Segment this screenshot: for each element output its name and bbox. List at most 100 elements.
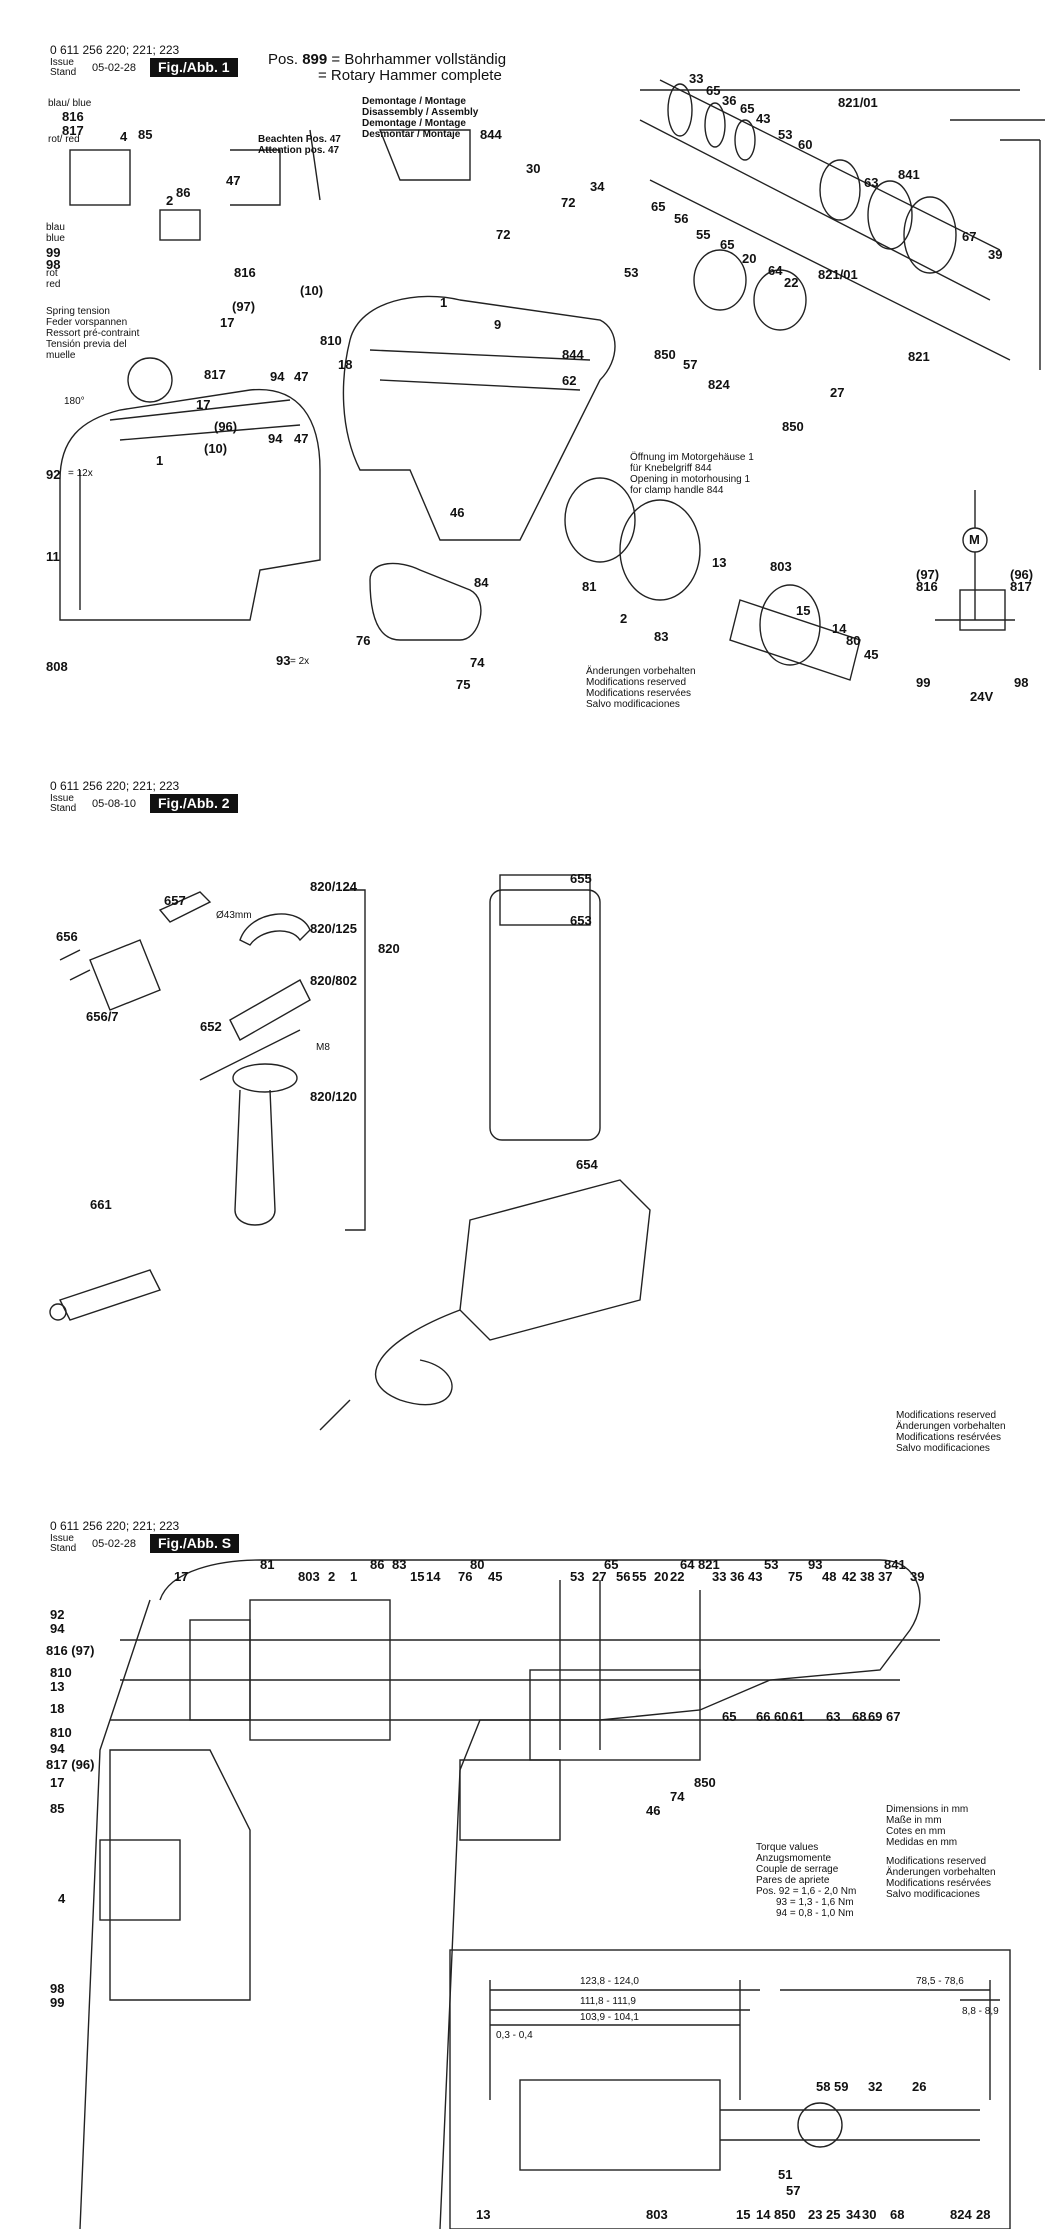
note-switch-red: rot/ red [48,134,80,145]
part-label: 61 [790,1709,805,1724]
issue-date: 05-02-28 [92,1538,137,1550]
part-label: 34 [846,2207,861,2222]
position-text-de: = Bohrhammer vollständig [331,51,507,68]
part-label: 2 [166,193,174,208]
part-label: 844 [562,347,584,362]
voltage-label: 24V [970,689,994,704]
part-label: 30 [862,2207,877,2222]
part-label: 76 [458,1569,473,1584]
battery-pack-outline [489,889,601,1141]
note-blue-wire: blau blue [46,222,65,244]
figure-label: Fig./Abb. 2 [150,794,238,813]
part-label: 72 [496,227,511,242]
part-label: 816 [62,109,84,124]
part-label: 65 [706,83,721,98]
part-label: 94 [50,1621,65,1636]
part-label: 68 [890,2207,905,2222]
part-label: 810 [50,1725,72,1740]
sheet-fig-2: 0 611 256 220; 221; 223 Issue Stand 05-0… [0,780,1050,1480]
note-attention-pos-47: Beachten Pos. 47 Attention pos. 47 [258,134,341,156]
part-label: 2 [328,1569,336,1584]
part-label: 17 [220,315,235,330]
part-label: 62 [562,373,577,388]
charger-outline [459,1179,651,1341]
part-label: 810 [320,333,342,348]
part-label: 98 [1014,675,1029,690]
part-label: 45 [864,647,879,662]
part-label: 655 [570,871,592,886]
part-label: 63 [864,175,879,190]
part-label: 38 [860,1569,875,1584]
part-label: 36 [722,93,737,108]
part-label: 67 [886,1709,901,1724]
part-label: 4 [120,129,128,144]
dimension-label: Ø43mm [216,910,252,921]
part-label: (97) [916,567,940,582]
part-label: 68 [852,1709,867,1724]
part-label: 47 [294,369,309,384]
part-label: 57 [683,357,698,372]
torque-value-93: 93 = 1,3 - 1,6 Nm [776,1897,854,1908]
part-label: 844 [480,127,502,142]
part-label: 821/01 [818,267,858,282]
part-label: 92 [46,467,61,482]
issue-label: Issue Stand [50,1533,77,1554]
part-label: 37 [878,1569,893,1584]
part-label: 42 [842,1569,857,1584]
part-label: 39 [988,247,1003,262]
stator-outline [619,499,701,601]
part-label: 33 [689,71,704,86]
torque-value-92: Pos. 92 = 1,6 - 2,0 Nm [756,1886,857,1897]
part-label: 850 [654,347,676,362]
dimension-label: 0,3 - 0,4 [496,2030,533,2041]
switch-section [109,1749,251,2001]
part-label: 98 [50,1981,65,1996]
part-label: 30 [526,161,541,176]
part-label: 75 [456,677,471,692]
note-modifications: Modifications reserved Änderungen vorbeh… [886,1856,996,1900]
part-label: 817 [1010,579,1032,594]
part-label: 74 [670,1789,685,1804]
sheet-1-header: 0 611 256 220; 221; 223 Issue Stand 05-0… [50,44,250,84]
part-label: 15 [410,1569,425,1584]
part-label: 850 [774,2207,796,2222]
part-label: 93 [808,1557,823,1572]
part-label: 84 [474,575,489,590]
part-label: 13 [712,555,727,570]
part-label: 810 [50,1665,72,1680]
note-angle: 180° [64,396,85,407]
note-modifications: Modifications reserved Änderungen vorbeh… [896,1410,1006,1454]
torque-bolt-count: = 12x [68,468,93,479]
part-label: 99 [916,675,931,690]
part-label: 14 [756,2207,771,2222]
part-label: 654 [576,1157,598,1172]
part-label: 76 [356,633,371,648]
part-label: 652 [200,1019,222,1034]
part-label: 69 [868,1709,883,1724]
part-label: 75 [788,1569,803,1584]
part-label: 803 [646,2207,668,2222]
issue-label: Issue Stand [50,793,77,814]
part-label: 2 [620,611,628,626]
part-label: 850 [694,1775,716,1790]
part-label: 47 [294,431,309,446]
torque-value-94: 94 = 0,8 - 1,0 Nm [776,1908,854,1919]
part-label: 1 [156,453,164,468]
note-disassembly: Demontage / Montage Disassembly / Assemb… [362,96,479,140]
part-label: 80 [470,1557,485,1572]
dimension-detail-box [449,1949,1011,2229]
part-label: 72 [561,195,576,210]
armature-outline [729,599,861,681]
part-label: 43 [748,1569,763,1584]
part-label: 20 [742,251,757,266]
note-changes: Änderungen vorbehalten Modifications res… [586,666,696,710]
dimension-label: 8,8 - 8,9 [962,2006,999,2017]
dimension-label: 78,5 - 78,6 [916,1976,964,1987]
part-label: 28 [976,2207,991,2222]
note-red-wire: rot red [46,268,61,290]
part-label: 53 [778,127,793,142]
part-label: 55 [632,1569,647,1584]
part-label: 803 [770,559,792,574]
part-label: 66 [756,1709,771,1724]
position-prefix: Pos. [268,51,299,68]
